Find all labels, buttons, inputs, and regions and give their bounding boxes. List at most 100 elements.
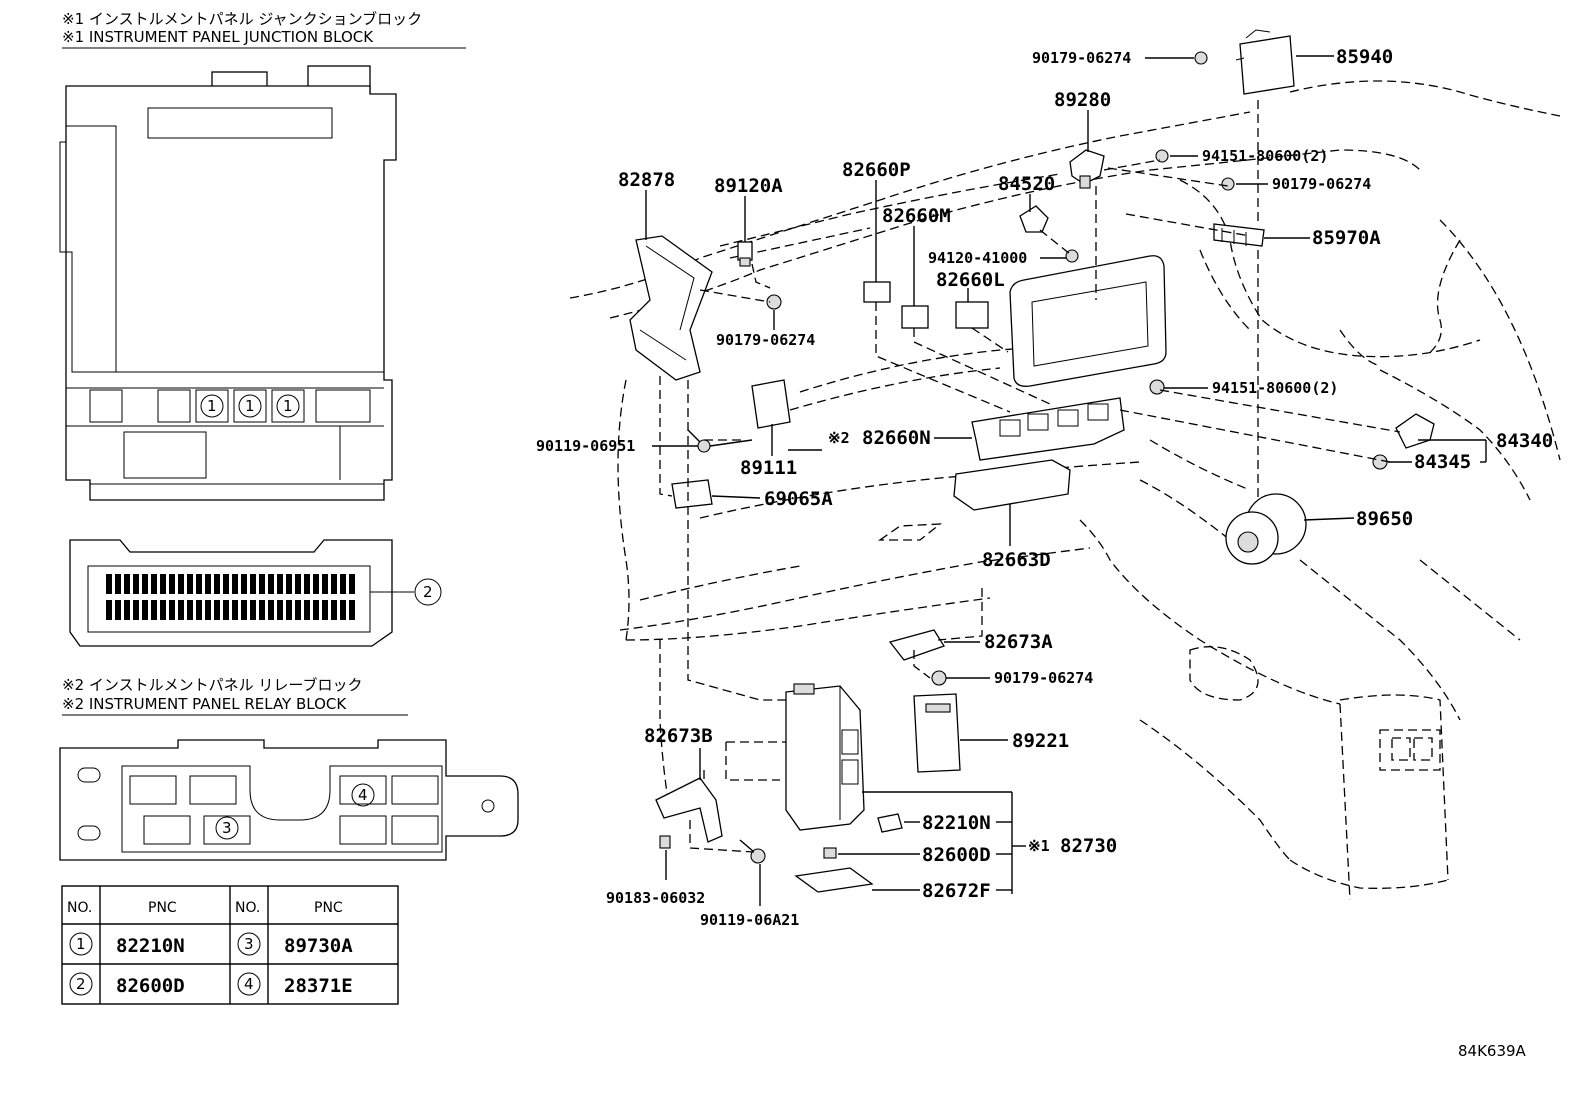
connector-pin bbox=[304, 600, 310, 620]
table-cell-pnc: 82210N bbox=[116, 935, 185, 957]
dashboard-illustration bbox=[569, 80, 1561, 901]
connector-pin bbox=[196, 574, 202, 594]
nut-icon bbox=[931, 670, 947, 686]
part-82660M-icon bbox=[901, 305, 929, 329]
part-89221-icon bbox=[913, 693, 961, 773]
marker-2: 2 bbox=[423, 583, 433, 601]
table-cell-pnc: 89730A bbox=[284, 935, 353, 957]
connector-pin bbox=[331, 600, 337, 620]
part-89120A-icon bbox=[737, 241, 753, 267]
part-85970A-icon bbox=[1213, 223, 1265, 247]
bolt-icon bbox=[739, 839, 766, 864]
part-label: 82663D bbox=[982, 549, 1051, 571]
junction-block-title-jp: ※1 インストルメントパネル ジャンクションブロック bbox=[62, 10, 422, 28]
part-label: 84340 bbox=[1496, 430, 1553, 452]
connector-pin bbox=[223, 574, 229, 594]
part-label: 90179-06274 bbox=[1032, 49, 1131, 67]
leader-lines bbox=[645, 55, 1487, 906]
connector-pin bbox=[322, 600, 328, 620]
table-cell-no: 4 bbox=[244, 975, 254, 993]
connector-pin bbox=[313, 600, 319, 620]
connector-pin bbox=[169, 574, 175, 594]
part-82878-icon bbox=[629, 235, 713, 381]
part-82672F-icon bbox=[794, 867, 874, 893]
part-label: 90179-06274 bbox=[994, 669, 1093, 687]
part-82660L-icon bbox=[955, 301, 989, 329]
part-84520-icon bbox=[1019, 205, 1049, 233]
connector-pin bbox=[295, 600, 301, 620]
part-82210N-icon bbox=[877, 813, 903, 833]
connector-pin bbox=[259, 574, 265, 594]
table-cell-no: 3 bbox=[244, 935, 254, 953]
connector-pin bbox=[160, 600, 166, 620]
part-label: 82600D bbox=[922, 844, 991, 866]
table-header-pnc: PNC bbox=[314, 900, 343, 916]
part-label: 90119-06951 bbox=[536, 437, 635, 455]
table-cell-no: 1 bbox=[76, 935, 86, 953]
table-cell-no: 2 bbox=[76, 975, 86, 993]
part-label: 89120A bbox=[714, 175, 783, 197]
table-header-no: NO. bbox=[235, 900, 260, 916]
connector-pin bbox=[106, 600, 112, 620]
connector-pin bbox=[178, 600, 184, 620]
table-cell-pnc: 82600D bbox=[116, 975, 185, 997]
part-label: 82672F bbox=[922, 880, 991, 902]
reference-mark: ※2 bbox=[828, 429, 850, 447]
part-84340-icon bbox=[1395, 413, 1435, 449]
connector-pin bbox=[115, 600, 121, 620]
connector-pin bbox=[214, 600, 220, 620]
part-82663D-icon bbox=[953, 459, 1071, 511]
nut-icon bbox=[766, 294, 782, 310]
part-label: 90179-06274 bbox=[716, 331, 815, 349]
diagram-code: 84K639A bbox=[1458, 1042, 1527, 1060]
connector-pin bbox=[349, 600, 355, 620]
connector-pin bbox=[277, 574, 283, 594]
clip-icon bbox=[1155, 149, 1169, 163]
part-82660P-icon bbox=[863, 281, 891, 303]
part-label: 82878 bbox=[618, 169, 675, 191]
connector-pin bbox=[277, 600, 283, 620]
connector-pin bbox=[241, 574, 247, 594]
connector-pin bbox=[151, 574, 157, 594]
bolt-icon bbox=[687, 429, 711, 453]
connector-pin bbox=[124, 574, 130, 594]
part-label: 90179-06274 bbox=[1272, 175, 1371, 193]
connector-pin bbox=[286, 574, 292, 594]
connector-pin bbox=[142, 574, 148, 594]
connector-pin bbox=[250, 574, 256, 594]
part-label: 94151-80600(2) bbox=[1202, 147, 1328, 165]
connector-pin bbox=[232, 574, 238, 594]
connector-pin bbox=[133, 574, 139, 594]
connector-pin bbox=[160, 574, 166, 594]
relay-block-drawing bbox=[59, 739, 519, 861]
part-label: 90119-06A21 bbox=[700, 911, 799, 929]
clip-icon bbox=[1149, 379, 1165, 395]
connector-pin bbox=[268, 600, 274, 620]
connector-pin bbox=[241, 600, 247, 620]
reference-mark: ※1 bbox=[1028, 837, 1050, 855]
connector-pin bbox=[349, 574, 355, 594]
marker-1: 1 bbox=[245, 397, 255, 415]
part-label: 89280 bbox=[1054, 89, 1111, 111]
connector-pin bbox=[142, 600, 148, 620]
part-label: 89221 bbox=[1012, 730, 1069, 752]
connector-pin bbox=[313, 574, 319, 594]
junction-block-title-en: ※1 INSTRUMENT PANEL JUNCTION BLOCK bbox=[62, 28, 374, 46]
part-label: 85940 bbox=[1336, 46, 1393, 68]
part-82730-icon bbox=[785, 683, 865, 831]
part-label: 82660P bbox=[842, 159, 911, 181]
connector-pin bbox=[250, 600, 256, 620]
connector-pin bbox=[133, 600, 139, 620]
part-label: 82673B bbox=[644, 725, 713, 747]
dashed-guides bbox=[659, 100, 1401, 853]
connector-pin bbox=[232, 600, 238, 620]
connector-pin bbox=[340, 600, 346, 620]
connector-pin bbox=[331, 574, 337, 594]
marker-1: 1 bbox=[207, 397, 217, 415]
center-display bbox=[1009, 255, 1167, 387]
table-cell-pnc: 28371E bbox=[284, 975, 353, 997]
connector-pin bbox=[214, 574, 220, 594]
nut-icon bbox=[1372, 454, 1388, 470]
part-label: 69065A bbox=[764, 488, 833, 510]
part-label: 82660M bbox=[882, 205, 951, 227]
